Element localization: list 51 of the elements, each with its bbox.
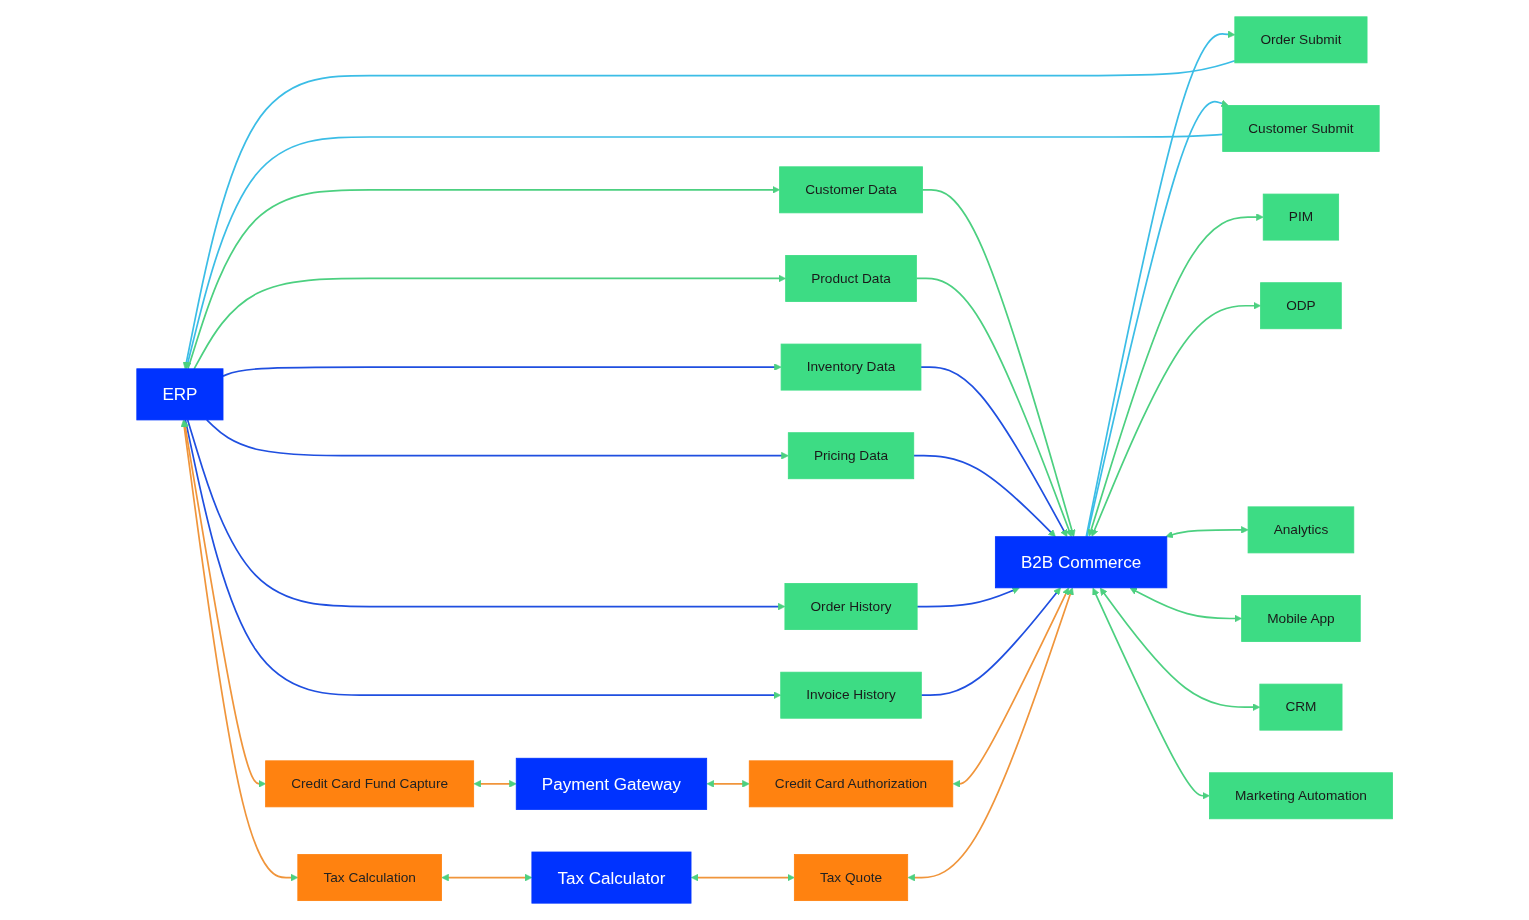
arrow <box>184 133 1224 370</box>
arrow <box>1085 99 1229 538</box>
arrow <box>912 454 1056 538</box>
arrow <box>915 277 1073 538</box>
node-box: Credit Card Authorization <box>748 760 954 808</box>
arrow <box>1087 213 1264 537</box>
node-box: Pricing Data <box>787 432 914 480</box>
node-box: Tax Quote <box>793 854 908 902</box>
arrow <box>907 587 1074 882</box>
arrow <box>180 419 299 882</box>
arrow <box>920 587 1061 697</box>
node-box: PIM <box>1262 193 1339 241</box>
arrow <box>921 189 1076 538</box>
node-box: Marketing Automation <box>1208 772 1393 820</box>
node-box: B2B Commerce <box>994 536 1168 589</box>
arrow <box>193 274 786 370</box>
arrow <box>1165 526 1249 539</box>
arrow <box>184 419 781 699</box>
node-box: Inventory Data <box>780 343 922 391</box>
arrow <box>1085 30 1236 538</box>
node-box: Analytics <box>1247 506 1355 554</box>
node-box: CRM <box>1259 683 1343 731</box>
arrow <box>706 780 750 788</box>
arrow <box>186 419 786 611</box>
arrow <box>186 186 780 370</box>
arrow <box>690 873 795 882</box>
arrow <box>1129 587 1242 623</box>
node-box: Order History <box>784 583 918 631</box>
arrow <box>222 363 782 377</box>
arrow <box>205 419 789 460</box>
node-box: Tax Calculation <box>297 854 442 902</box>
node-box: Invoice History <box>780 671 922 719</box>
arrow <box>1099 587 1261 711</box>
arrow <box>952 587 1070 788</box>
node-box: Credit Card Fund Capture <box>265 760 474 808</box>
node-box: Order Submit <box>1234 16 1368 64</box>
node-box: Tax Calculator <box>531 851 692 904</box>
node-box: ERP <box>136 368 224 421</box>
node-box: Payment Gateway <box>515 757 707 810</box>
arrow <box>916 586 1020 608</box>
arrow <box>919 366 1068 538</box>
arrow <box>1090 302 1261 537</box>
node-box: ODP <box>1260 282 1342 330</box>
node-box: Customer Data <box>779 166 923 214</box>
node-box: Customer Submit <box>1222 105 1380 152</box>
arrow <box>182 59 1236 370</box>
node-box: Mobile App <box>1241 595 1361 642</box>
node-box: Product Data <box>785 255 917 302</box>
arrow <box>441 873 533 882</box>
arrow <box>1092 587 1210 800</box>
arrow <box>473 780 517 788</box>
